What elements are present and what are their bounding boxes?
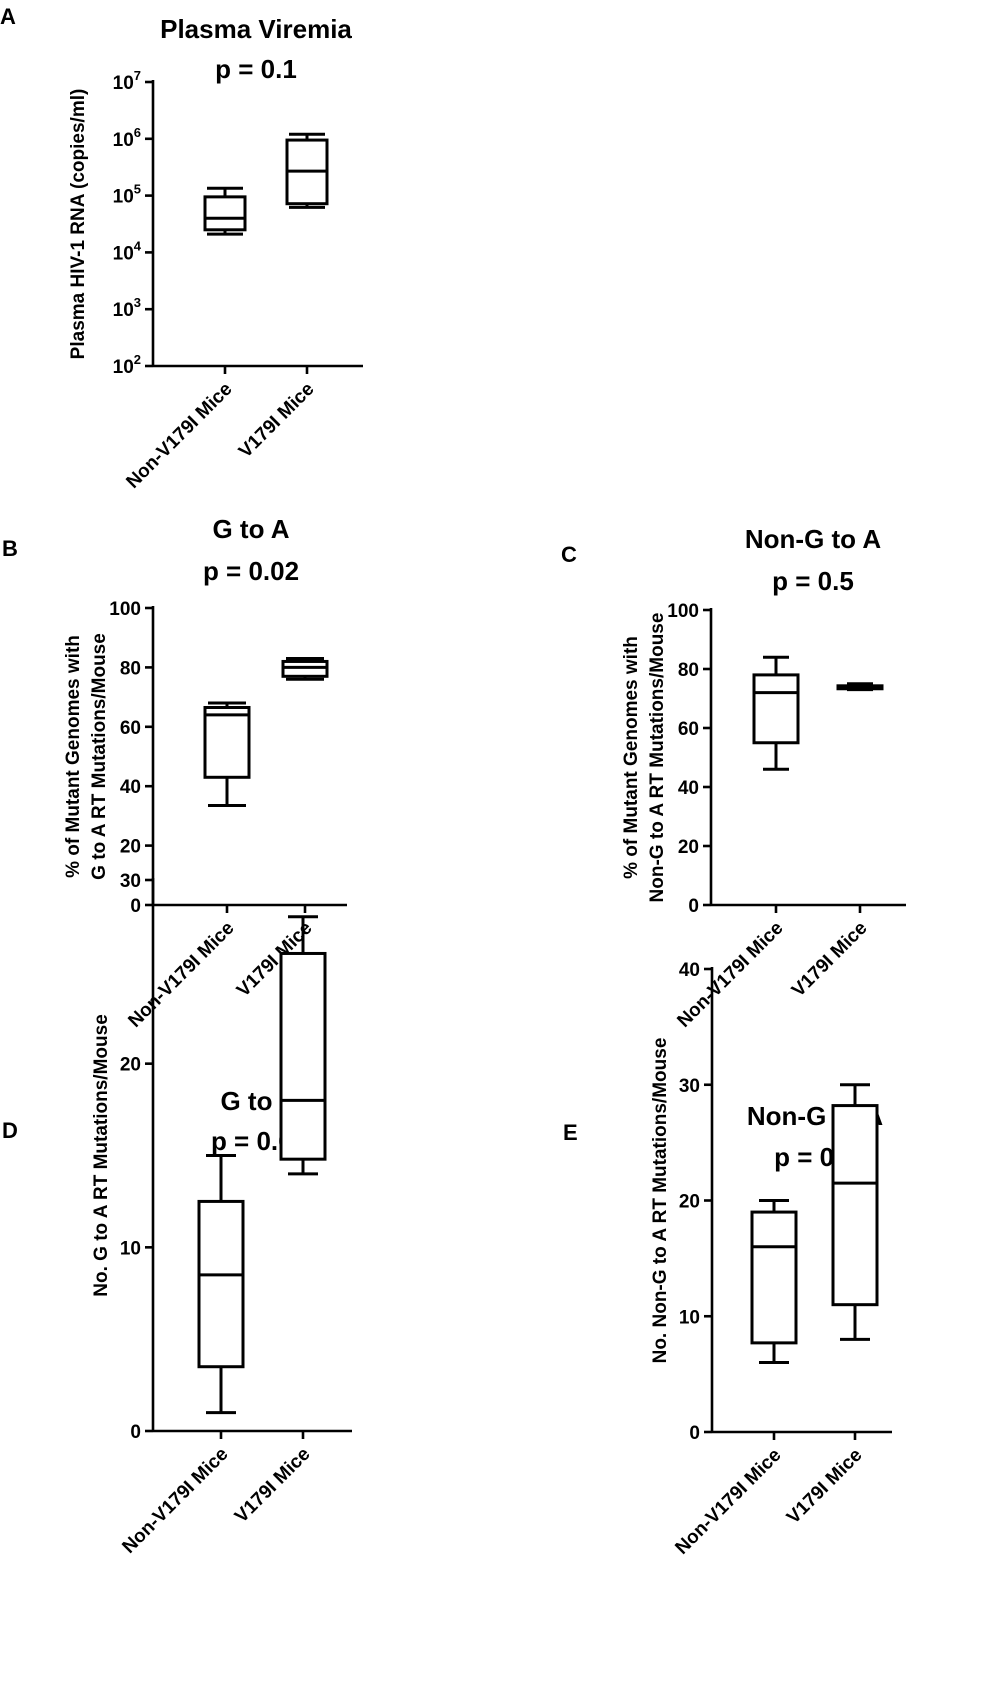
y-tick-label-b: 60 bbox=[120, 718, 141, 739]
chart-subtitle-a: p = 0.1 bbox=[215, 54, 297, 84]
chart-title-b: G to A bbox=[212, 514, 289, 544]
chart-title-c: Non-G to A bbox=[745, 524, 881, 554]
box-plot-b-1 bbox=[203, 701, 251, 808]
x-tick-label-a: Non-V179I Mice bbox=[122, 379, 236, 493]
x-tick-label-c: V179I Mice bbox=[788, 918, 872, 1002]
panel-label-c: C bbox=[561, 542, 577, 567]
y-tick-label-a: 107 bbox=[113, 68, 141, 94]
chart-title-a: Plasma Viremia bbox=[160, 14, 352, 44]
y-axis-label-e: No. Non-G to A RT Mutations/Mouse bbox=[650, 1038, 671, 1364]
x-tick-label-d: V179I Mice bbox=[231, 1444, 315, 1528]
y-tick-label-c: 80 bbox=[678, 660, 699, 681]
y-tick-label-a: 105 bbox=[113, 182, 141, 208]
panel-label-b: B bbox=[2, 536, 18, 561]
iqr-box bbox=[197, 1199, 245, 1369]
y-tick-label-a: 106 bbox=[113, 125, 141, 151]
y-tick-label-e: 10 bbox=[679, 1307, 700, 1328]
y-axis-label-a: Plasma HIV-1 RNA (copies/ml) bbox=[68, 89, 89, 360]
iqr-box bbox=[203, 705, 251, 779]
y-tick-label-e: 40 bbox=[679, 960, 700, 981]
box-plot-e-2 bbox=[831, 1083, 879, 1341]
box-plot-d-1 bbox=[197, 1154, 245, 1415]
y-tick-label-e: 30 bbox=[679, 1076, 700, 1097]
x-tick-label-a: V179I Mice bbox=[235, 379, 319, 463]
y-tick-label-b: 100 bbox=[109, 599, 141, 620]
y-tick-label-c: 100 bbox=[667, 601, 699, 622]
y-tick-label-c: 20 bbox=[678, 837, 699, 858]
iqr-box bbox=[752, 673, 800, 745]
x-tick-label-b: Non-V179I Mice bbox=[124, 918, 238, 1032]
y-tick-label-c: 40 bbox=[678, 778, 699, 799]
x-tick-label-d: Non-V179I Mice bbox=[118, 1444, 232, 1558]
chart-subtitle-c: p = 0.5 bbox=[772, 566, 854, 596]
iqr-box bbox=[203, 195, 247, 232]
y-tick-label-c: 0 bbox=[688, 896, 699, 917]
x-tick-label-e: V179I Mice bbox=[783, 1445, 867, 1529]
iqr-box bbox=[279, 951, 327, 1161]
y-tick-label-d: 30 bbox=[120, 871, 141, 892]
chart-panel-c: C Non-G to A p = 0.5 % of Mutant Genomes wi… bbox=[561, 524, 906, 1032]
y-tick-label-d: 20 bbox=[120, 1055, 141, 1076]
y-tick-label-e: 20 bbox=[679, 1192, 700, 1213]
panel-label-a: A bbox=[0, 4, 16, 29]
chart-subtitle-b: p = 0.02 bbox=[203, 556, 299, 586]
box-plot-e-1 bbox=[750, 1199, 798, 1365]
panel-label-d: D bbox=[2, 1118, 18, 1143]
y-tick-label-b: 20 bbox=[120, 837, 141, 858]
panel-label-e: E bbox=[563, 1120, 578, 1145]
y-tick-label-e: 0 bbox=[689, 1423, 700, 1444]
y-tick-label-b: 0 bbox=[130, 896, 141, 917]
box-plot-d-2 bbox=[279, 915, 327, 1176]
x-tick-label-e: Non-V179I Mice bbox=[671, 1445, 785, 1559]
y-axis-label-d: No. G to A RT Mutations/Mouse bbox=[91, 1014, 112, 1297]
iqr-box bbox=[831, 1104, 879, 1307]
box-plot-c-2 bbox=[836, 682, 884, 692]
y-tick-label-d: 10 bbox=[120, 1238, 141, 1259]
y-tick-label-a: 102 bbox=[113, 352, 141, 378]
y-tick-label-b: 40 bbox=[120, 777, 141, 798]
box-plot-a-1 bbox=[203, 186, 247, 236]
y-tick-label-a: 103 bbox=[113, 295, 141, 321]
iqr-box bbox=[750, 1210, 798, 1345]
box-plot-c-1 bbox=[752, 655, 800, 771]
y-tick-label-c: 60 bbox=[678, 719, 699, 740]
box-plot-b-2 bbox=[281, 656, 329, 681]
box-plot-a-2 bbox=[285, 132, 329, 209]
y-tick-label-b: 80 bbox=[120, 658, 141, 679]
y-tick-label-d: 0 bbox=[130, 1422, 141, 1443]
y-tick-label-a: 104 bbox=[113, 238, 142, 264]
